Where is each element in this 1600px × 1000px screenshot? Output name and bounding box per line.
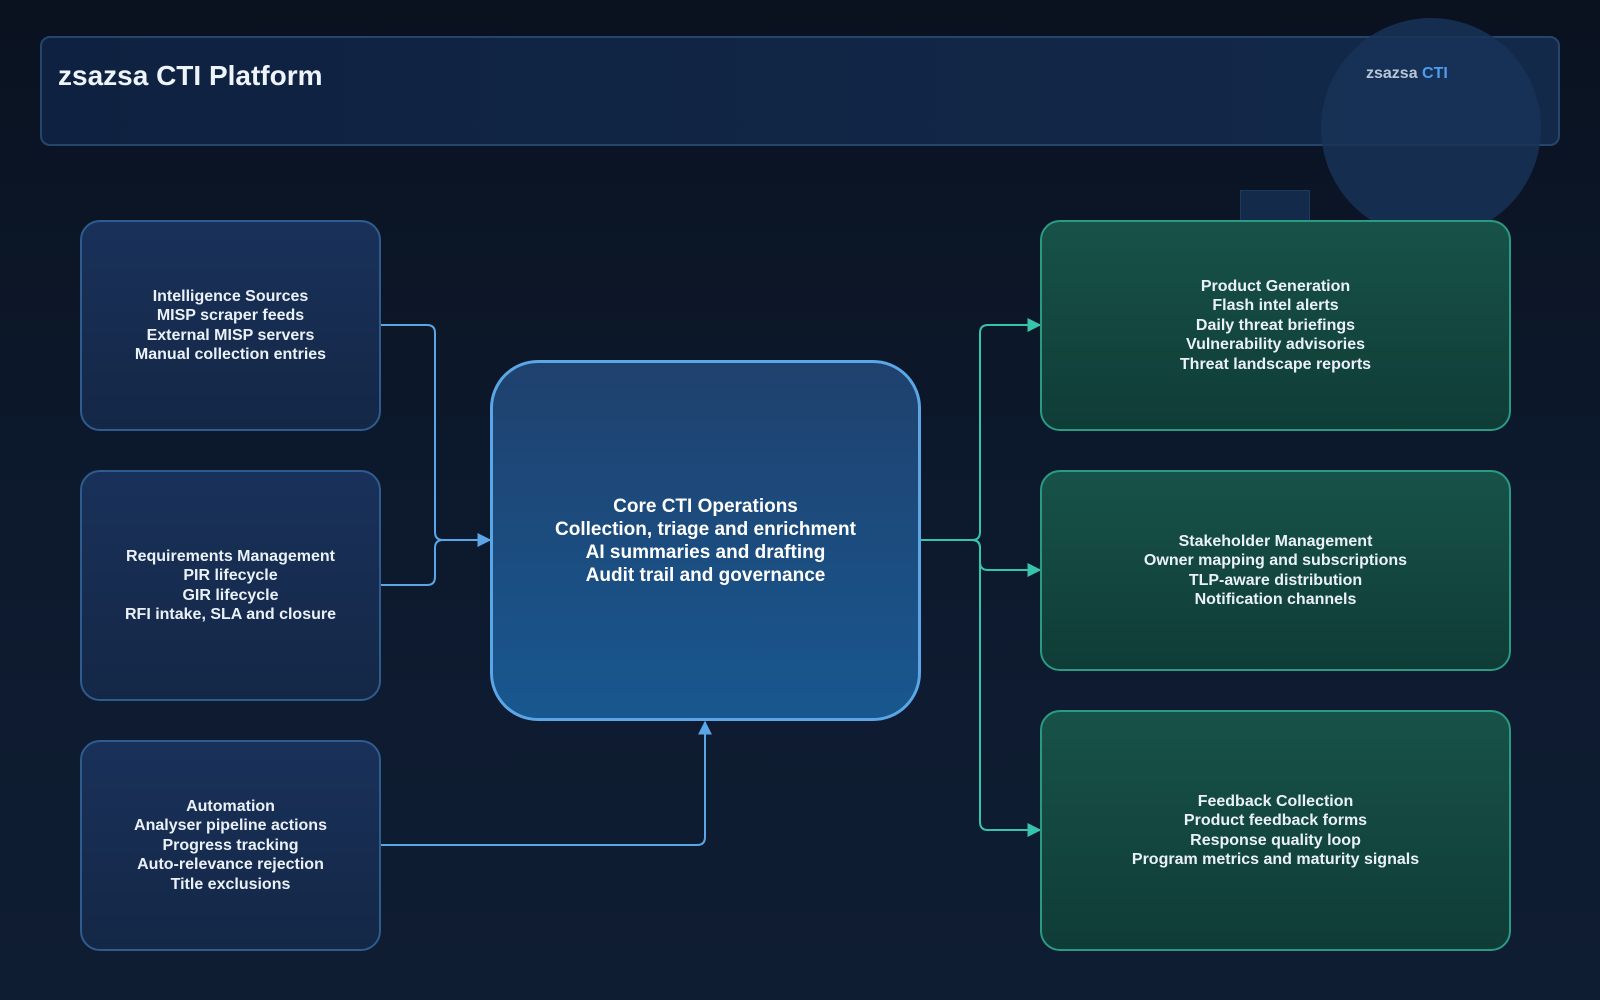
node-line: Daily threat briefings <box>1195 316 1356 334</box>
node-line: Analyser pipeline actions <box>134 817 327 835</box>
node-line: Notification channels <box>1194 591 1357 608</box>
node-automation: Automation Analyser pipeline actions Pro… <box>80 740 381 951</box>
node-feedback-collection: Feedback Collection Product feedback for… <box>1040 710 1511 951</box>
node-title: Feedback Collection <box>1197 792 1354 810</box>
node-line: RFI intake, SLA and closure <box>124 606 336 623</box>
header-banner: zsazsa CTI Platform <box>40 36 1560 146</box>
node-line: Response quality loop <box>1190 831 1361 849</box>
node-line: External MISP servers <box>146 326 315 344</box>
brand-logo: zsazsa CTI <box>1366 65 1448 83</box>
node-line: Product feedback forms <box>1183 812 1368 829</box>
edge-sources-to-core <box>380 324 492 547</box>
page-title: zsazsa CTI Platform <box>58 60 323 91</box>
node-requirements-management: Requirements Management PIR lifecycle GI… <box>80 470 381 701</box>
node-title: Stakeholder Management <box>1178 532 1373 550</box>
node-line: AI summaries and drafting <box>585 541 826 563</box>
node-line: Progress tracking <box>162 836 299 854</box>
decorative-square <box>1240 190 1310 222</box>
node-line: PIR lifecycle <box>183 567 278 584</box>
node-line: Owner mapping and subscriptions <box>1143 552 1408 569</box>
node-title: Automation <box>186 797 275 815</box>
edge-core-to-feedback <box>920 539 1042 837</box>
node-line: TLP-aware distribution <box>1188 571 1363 589</box>
node-product-generation: Product Generation Flash intel alerts Da… <box>1040 220 1511 431</box>
node-title: Requirements Management <box>126 547 335 565</box>
node-stakeholder-management: Stakeholder Management Owner mapping and… <box>1040 470 1511 671</box>
node-title: Intelligence Sources <box>152 287 309 305</box>
node-title: Core CTI Operations <box>613 495 798 517</box>
node-line: Program metrics and maturity signals <box>1131 851 1420 868</box>
brand-name: zsazsa <box>1366 65 1418 82</box>
node-line: Vulnerability advisories <box>1185 336 1366 354</box>
node-line: GIR lifecycle <box>182 586 279 604</box>
decorative-circle <box>1321 18 1541 238</box>
node-line: Manual collection entries <box>134 346 327 363</box>
node-line: MISP scraper feeds <box>156 307 305 324</box>
edge-automation-to-core <box>380 720 712 846</box>
node-title: Product Generation <box>1200 277 1351 295</box>
node-line: Collection, triage and enrichment <box>555 518 856 540</box>
node-line: Title exclusions <box>170 875 291 893</box>
edge-requirements-to-core <box>380 539 490 586</box>
edge-core-to-products <box>920 318 1042 541</box>
brand-accent: CTI <box>1422 65 1448 82</box>
node-line: Flash intel alerts <box>1212 297 1339 315</box>
node-intelligence-sources: Intelligence Sources MISP scraper feeds … <box>80 220 381 431</box>
node-core-cti-operations: Core CTI Operations Collection, triage a… <box>490 360 921 721</box>
node-line: Threat landscape reports <box>1179 355 1372 373</box>
node-line: Auto-relevance rejection <box>137 856 324 874</box>
node-line: Audit trail and governance <box>585 564 826 586</box>
